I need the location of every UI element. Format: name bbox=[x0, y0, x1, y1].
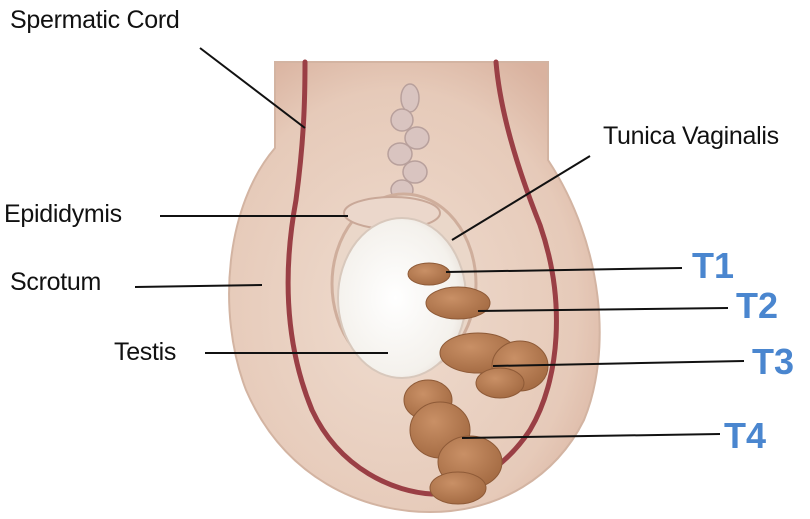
label-epididymis: Epididymis bbox=[4, 202, 122, 227]
stage-label-t1: T1 bbox=[692, 248, 734, 284]
label-testis: Testis bbox=[114, 340, 176, 365]
label-scrotum: Scrotum bbox=[10, 270, 101, 295]
tumor-t1 bbox=[408, 263, 450, 285]
tumor-t2 bbox=[426, 287, 490, 319]
stage-label-t4: T4 bbox=[724, 418, 766, 454]
label-spermatic-cord: Spermatic Cord bbox=[10, 8, 179, 33]
label-tunica-vaginalis: Tunica Vaginalis bbox=[603, 124, 779, 149]
stage-label-t2: T2 bbox=[736, 288, 778, 324]
stage-label-t3: T3 bbox=[752, 344, 794, 380]
